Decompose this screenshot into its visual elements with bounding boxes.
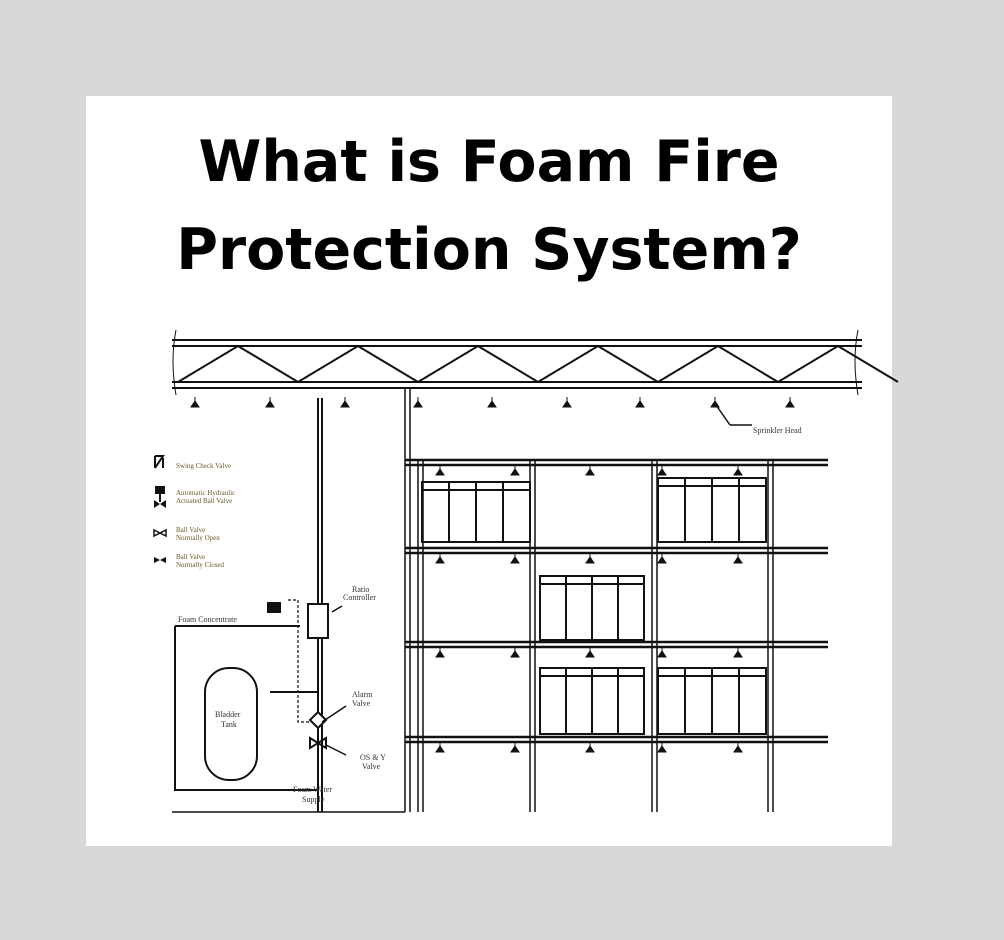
foam-concentrate-label: Foam Concentrate [178,615,237,624]
sprinkler-head [585,647,595,658]
sprinkler-head [510,742,520,753]
foam-water-supply-label: Foam Water [293,785,332,794]
column [767,460,774,812]
sprinkler-head [510,647,520,658]
floor-slab [405,458,828,467]
sprinkler-head [733,742,743,753]
floor-slab [405,640,828,649]
legend-label: Automatic Hydraulic [176,489,235,497]
alarm-valve-label: Alarm [352,690,373,699]
alarm-valve-label: Valve [352,699,371,708]
roof-truss [172,339,862,389]
legend-label: Swing Check Valve [176,462,231,470]
sprinkler-head [435,553,445,564]
hydraulic-ball-valve-icon [154,486,166,508]
sprinkler-head [435,742,445,753]
column [651,460,658,812]
floor-slab [405,546,828,555]
legend: Swing Check Valve Automatic Hydraulic Ac… [153,455,235,569]
image-card [86,96,892,846]
sprinkler-head [733,647,743,658]
ratio-controller-label: Ratio [352,585,369,594]
window [421,481,531,543]
break-line [172,329,859,396]
sprinkler-head [585,553,595,564]
legend-label: Ball Valve [176,553,205,561]
sprinkler-head [265,397,275,408]
sprinkler-head [413,397,423,408]
bladder-tank-label: Tank [221,720,237,729]
sprinkler-head [733,465,743,476]
floor-slab [405,735,828,744]
legend-label: Actuated Ball Valve [176,497,232,505]
truss-web [177,344,899,384]
sprinkler-head [510,465,520,476]
sprinkler-head [510,553,520,564]
ratio-controller [307,603,329,639]
sprinkler-head [657,553,667,564]
sprinkler-head [562,397,572,408]
sprinkler-head [733,553,743,564]
piping [174,404,752,791]
page-title: What is Foam Fire Protection System? [86,118,892,294]
building-wall [404,388,411,812]
sprinkler-head [585,465,595,476]
sprinkler-head [340,397,350,408]
ratio-controller-label: Controller [343,593,376,602]
sprinkler-head [657,647,667,658]
sprinkler-head [487,397,497,408]
title-line-2: Protection System? [176,217,802,283]
swing-check-valve-icon [154,455,165,469]
legend-label: Normally Closed [176,561,225,569]
foam-water-supply-label: Supply [302,795,325,804]
ball-valve-open-icon [153,528,167,538]
sprinkler-head [435,647,445,658]
ball-valve-closed-icon [154,557,166,563]
sprinkler-head [585,742,595,753]
sprinkler-head [190,397,200,408]
osy-valve [309,736,327,750]
window [657,477,767,543]
window [539,667,645,735]
sprinkler-head [657,742,667,753]
osy-valve-label: Valve [362,762,381,771]
sprinkler-head [635,397,645,408]
window [657,667,767,735]
hydraulic-valve [267,602,281,613]
sprinkler-head [785,397,795,408]
sprinkler-head [657,465,667,476]
alarm-valve [308,710,328,730]
bladder-tank-label: Bladder [215,710,241,719]
sprinkler-head [710,397,720,408]
legend-label: Normally Open [176,534,220,542]
osy-valve-label: OS & Y [360,753,386,762]
bladder-tank [204,667,258,781]
window [539,575,645,641]
legend-label: Ball Valve [176,526,205,534]
sprinkler-head-label: Sprinkler Head [753,426,802,435]
sprinkler-head [435,465,445,476]
title-line-1: What is Foam Fire [198,129,780,195]
